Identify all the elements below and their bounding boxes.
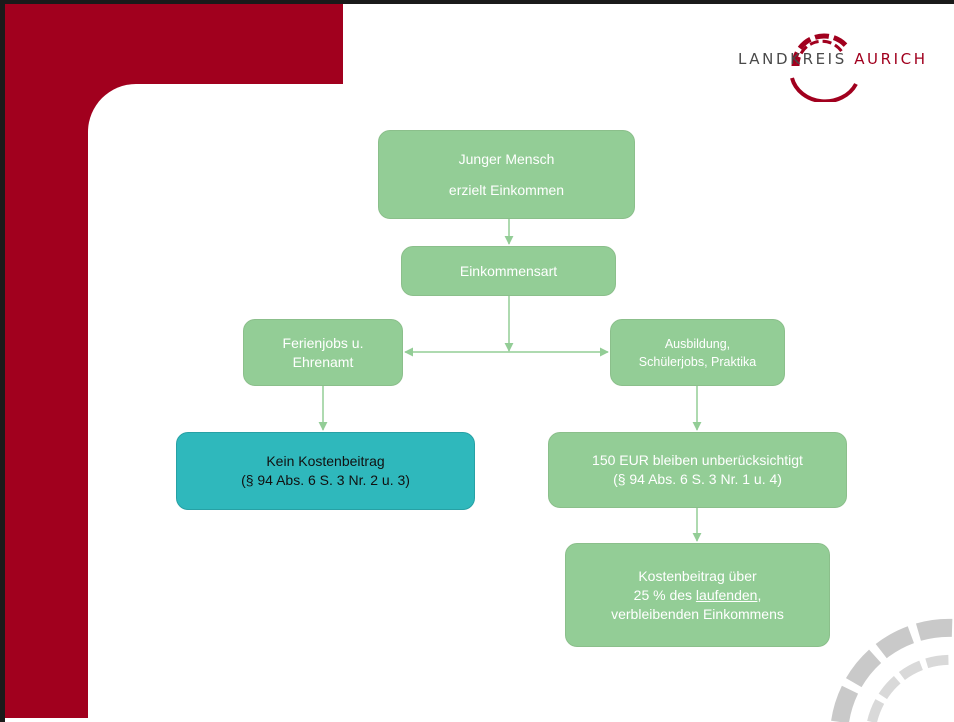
- node-left-branch: Ferienjobs u. Ehrenamt: [243, 319, 403, 386]
- node-income-type: Einkommensart: [401, 246, 616, 296]
- landkreis-aurich-logo: LANDKREIS AURICH: [738, 22, 928, 102]
- node-left-result: Kein Kostenbeitrag (§ 94 Abs. 6 S. 3 Nr.…: [176, 432, 475, 510]
- logo-text: LANDKREIS AURICH: [738, 50, 928, 68]
- logo-text-main: LANDKREIS: [738, 50, 855, 68]
- node-right-result: 150 EUR bleiben unberücksichtigt (§ 94 A…: [548, 432, 847, 508]
- node-final-line2-underlined: laufenden: [695, 586, 758, 603]
- node-right-result-line1: 150 EUR bleiben unberücksichtigt: [592, 452, 803, 468]
- node-start-line1: Junger Mensch: [458, 150, 555, 167]
- node-income-type-label: Einkommensart: [459, 262, 558, 279]
- slide-border-left: [0, 0, 5, 722]
- node-left-result-line1: Kein Kostenbeitrag: [266, 453, 385, 469]
- logo-arc-watermark-icon: [831, 618, 954, 722]
- logo-arc-icon: [790, 33, 858, 102]
- node-right-result-line2: (§ 94 Abs. 6 S. 3 Nr. 1 u. 4): [613, 471, 782, 487]
- node-final-line1: Kostenbeitrag über: [638, 567, 757, 584]
- node-final-line2-post: ,: [757, 586, 762, 603]
- node-final-line3: verbleibenden Einkommens: [611, 605, 784, 622]
- node-final: Kostenbeitrag über 25 % des laufenden, v…: [565, 543, 830, 647]
- node-left-branch-line2: Ehrenamt: [292, 353, 354, 370]
- node-right-branch-line2: Schülerjobs, Praktika: [638, 354, 757, 369]
- node-left-result-line2: (§ 94 Abs. 6 S. 3 Nr. 2 u. 3): [241, 472, 410, 488]
- slide-bottom-margin: [5, 718, 954, 722]
- node-final-line2-pre: 25 % des: [633, 586, 696, 603]
- node-start: Junger Mensch erzielt Einkommen: [378, 130, 635, 219]
- node-left-branch-line1: Ferienjobs u.: [282, 334, 364, 351]
- node-right-branch-line1: Ausbildung,: [664, 336, 731, 351]
- node-start-line2: erzielt Einkommen: [448, 181, 565, 198]
- node-final-line2: 25 % des laufenden,: [634, 586, 762, 605]
- logo-text-accent: AURICH: [854, 50, 928, 68]
- slide-border-top: [0, 0, 954, 4]
- node-right-branch: Ausbildung, Schülerjobs, Praktika: [610, 319, 785, 386]
